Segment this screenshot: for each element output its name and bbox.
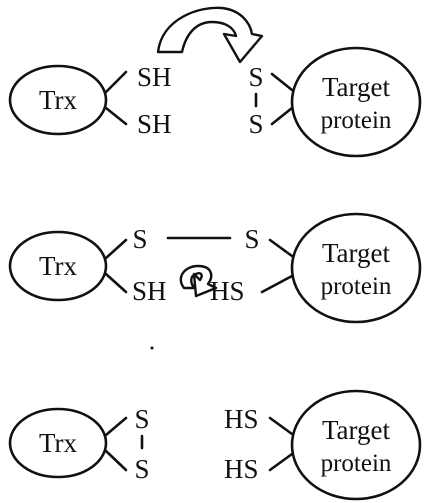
trx-thiol-upper: SH [137, 62, 172, 92]
target-label-line1: Target [322, 415, 391, 445]
transfer-arrow-icon [156, 6, 264, 64]
trx-oval [8, 407, 108, 479]
trx-thiol-bond-upper [104, 70, 128, 94]
trx-sulfur-upper: S [132, 224, 147, 254]
target-bond-upper [270, 72, 294, 92]
target-label-line2: protein [321, 273, 392, 300]
trx-bond-lower [104, 272, 128, 294]
trx-sulfur-upper: S [134, 404, 149, 434]
trx-thiol-lower: SH [132, 276, 167, 306]
trx-thiol-bond-lower [104, 106, 128, 126]
target-thiol-lower: HS [224, 454, 259, 484]
trx-thiol-lower: SH [137, 109, 172, 139]
target-bond-lower [268, 452, 294, 472]
separator-dot [150, 346, 154, 350]
target-label-line1: Target [322, 238, 391, 268]
target-label-line2: protein [321, 107, 392, 134]
target-sulfur-upper: S [244, 224, 259, 254]
target-label-line1: Target [322, 72, 391, 102]
step-1: Trx SH SH S S Target protein [8, 6, 422, 158]
target-sulfur-lower: S [248, 109, 263, 139]
trx-oval [8, 64, 108, 136]
target-bond-lower [260, 274, 294, 294]
target-label-line2: protein [321, 450, 392, 477]
step-2: Trx S S SH HS Target protein [8, 212, 422, 324]
trx-oval [8, 230, 108, 302]
trx-bond-lower [104, 449, 128, 472]
target-protein-oval [290, 46, 422, 158]
target-protein-oval [290, 389, 422, 501]
target-protein-oval [290, 212, 422, 324]
target-bond-upper [268, 416, 294, 436]
target-thiol-lower: HS [210, 276, 245, 306]
target-sulfur-upper: S [248, 62, 263, 92]
trx-bond-upper [104, 238, 128, 260]
attack-arrow-icon [179, 264, 218, 298]
trx-label: Trx [39, 251, 78, 281]
trx-sulfur-lower: S [134, 454, 149, 484]
target-thiol-upper: HS [224, 404, 259, 434]
target-bond-upper [268, 238, 294, 258]
step-3: Trx S S HS HS Target protein [8, 389, 422, 501]
trx-label: Trx [39, 85, 78, 115]
trx-bond-upper [104, 416, 128, 437]
target-bond-lower [270, 106, 294, 126]
trx-label: Trx [39, 428, 78, 458]
